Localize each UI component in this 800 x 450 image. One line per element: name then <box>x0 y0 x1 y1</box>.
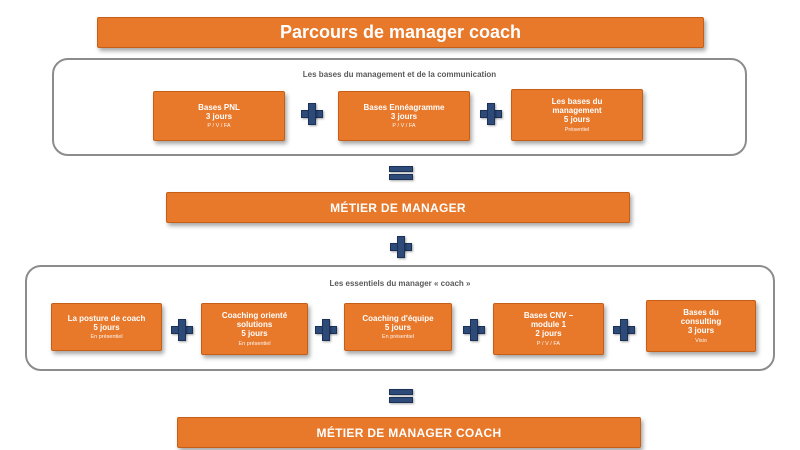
course-duration: 3 jours <box>390 111 418 121</box>
course-name: La posture de coach <box>67 313 146 323</box>
equals-icon <box>389 385 413 407</box>
course-mode: Présentiel <box>564 126 590 133</box>
course-name: Bases CNV – module 1 <box>523 311 574 330</box>
plus-icon <box>389 235 412 258</box>
course-duration: 3 jours <box>687 326 715 336</box>
course-duration: 5 jours <box>93 322 120 332</box>
course-box-posture-coach: La posture de coach 5 jours En présentie… <box>51 303 162 351</box>
course-box-bases-pnl: Bases PNL 3 jours P / V / FA <box>153 91 285 141</box>
plus-icon <box>170 318 193 341</box>
result-metier-manager: MÉTIER DE MANAGER <box>166 192 630 223</box>
course-mode: Visio <box>695 337 707 344</box>
course-box-coaching-equipe: Coaching d'équipe 5 jours En présentiel <box>344 303 452 351</box>
course-name: Coaching orienté solutions <box>221 311 288 330</box>
course-mode: En présentiel <box>238 340 271 347</box>
course-duration: 2 jours <box>535 329 562 339</box>
course-duration: 5 jours <box>384 322 412 332</box>
course-mode: P / V / FA <box>207 123 231 130</box>
course-box-bases-enneagramme: Bases Ennéagramme 3 jours P / V / FA <box>338 91 470 141</box>
course-box-bases-management: Les bases du management 5 jours Présenti… <box>511 89 643 141</box>
group-title: Les essentiels du manager « coach » <box>329 279 471 288</box>
equals-icon <box>389 162 413 184</box>
course-duration: 5 jours <box>563 115 591 125</box>
course-name: Coaching d'équipe <box>362 313 434 323</box>
course-duration: 5 jours <box>241 329 268 339</box>
plus-icon <box>314 318 337 341</box>
course-box-coaching-solutions: Coaching orienté solutions 5 jours En pr… <box>201 303 308 355</box>
plus-icon <box>300 102 323 125</box>
course-mode: P / V / FA <box>392 123 416 130</box>
course-name: Les bases du management <box>551 97 603 116</box>
group-title: Les bases du management et de la communi… <box>302 70 497 79</box>
course-mode: En présentiel <box>90 334 123 341</box>
plus-icon <box>462 318 485 341</box>
course-box-bases-consulting: Bases du consulting 3 jours Visio <box>646 300 756 352</box>
plus-icon <box>612 318 635 341</box>
course-name: Bases PNL <box>198 102 240 112</box>
course-name: Bases Ennéagramme <box>363 102 445 112</box>
course-box-bases-cnv: Bases CNV – module 1 2 jours P / V / FA <box>493 303 604 355</box>
course-name: Bases du consulting <box>680 308 722 327</box>
result-metier-manager-coach: MÉTIER DE MANAGER COACH <box>177 417 641 448</box>
course-duration: 3 jours <box>205 111 233 121</box>
course-mode: En présentiel <box>381 334 415 341</box>
page-title: Parcours de manager coach <box>97 17 704 48</box>
plus-icon <box>479 102 502 125</box>
course-mode: P / V / FA <box>536 340 561 347</box>
